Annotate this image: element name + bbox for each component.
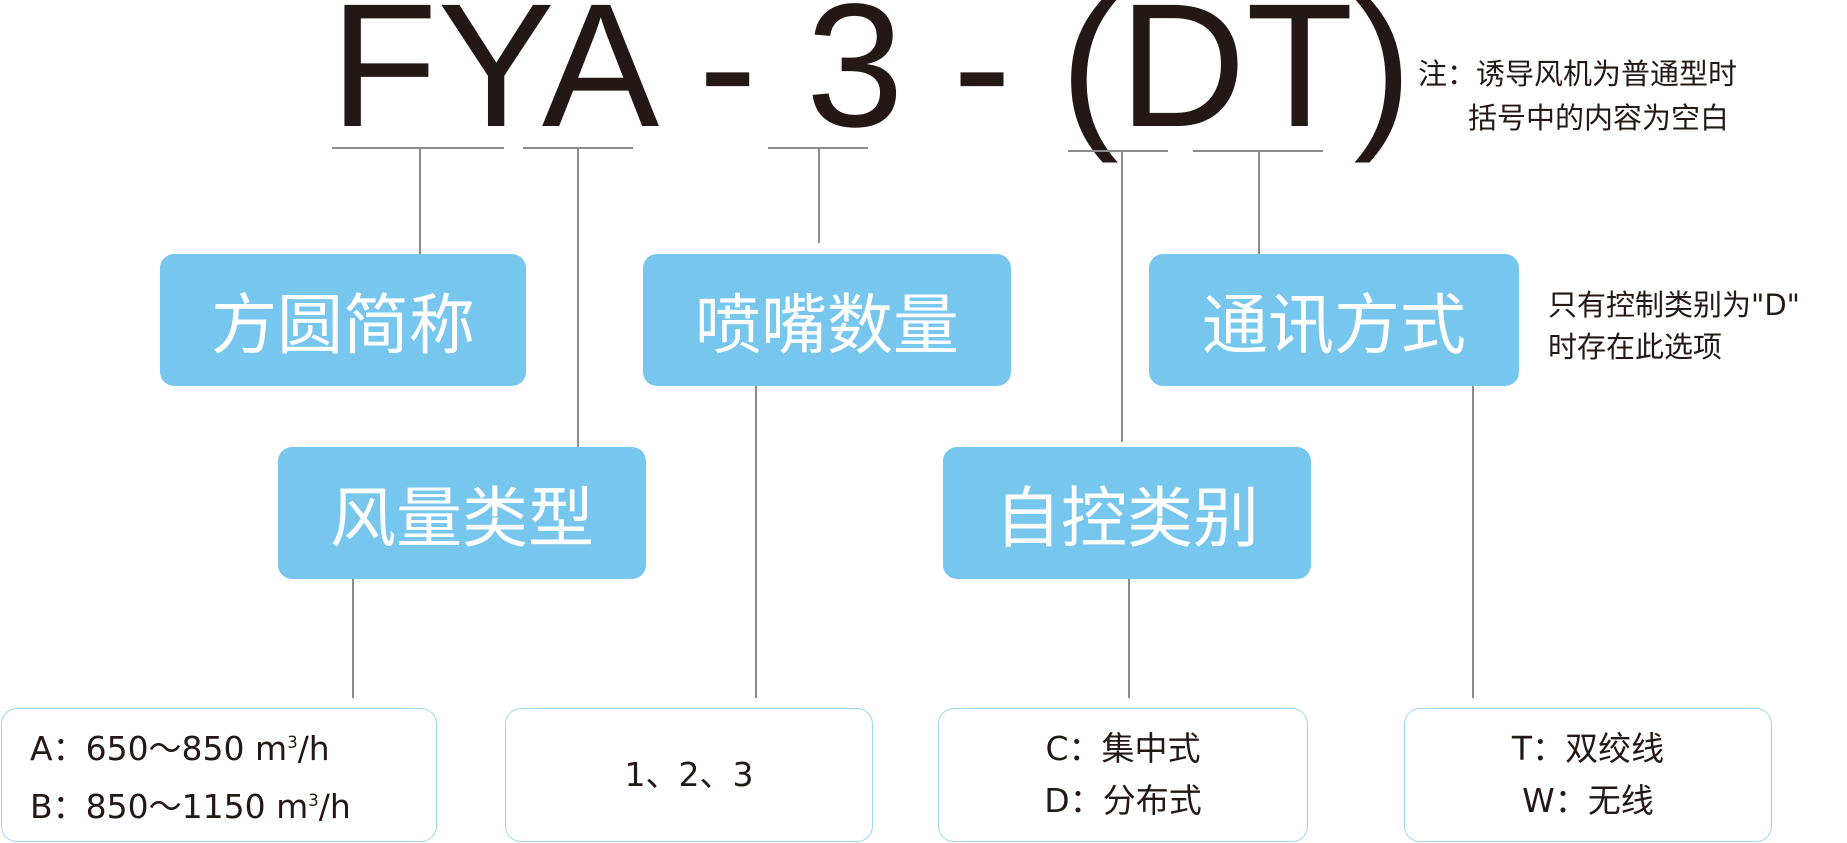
airflow-option-b: B：850～1150 m3/h: [30, 787, 351, 826]
note-ordinary-type: 注：诱导风机为普通型时 括号中的内容为空白: [1418, 52, 1737, 140]
connector-nozzle: [818, 147, 820, 243]
note2-line-1: 只有控制类别为"D": [1548, 288, 1801, 322]
tag-control: 自控类别: [943, 447, 1311, 579]
tag-airflow: 风量类型: [278, 447, 646, 579]
comm-option-w: W：无线: [1522, 781, 1654, 820]
airflow-option-a: A：650～850 m3/h: [30, 729, 330, 768]
connector-control-box: [1128, 578, 1130, 698]
note-line-2: 括号中的内容为空白: [1468, 101, 1730, 135]
model-code: FYA - 3 - (DT): [330, 0, 1413, 164]
connector-airflow-box: [352, 578, 354, 698]
tag-nozzle: 喷嘴数量: [643, 254, 1011, 386]
tag-comm: 通讯方式: [1149, 254, 1519, 386]
tag-shape: 方圆简称: [160, 254, 526, 386]
nozzle-option: 1、2、3: [624, 755, 754, 794]
box-nozzle-options: 1、2、3: [505, 708, 873, 842]
box-control-options: C：集中式 D：分布式: [938, 708, 1308, 842]
note-comm-condition: 只有控制类别为"D" 时存在此选项: [1548, 284, 1800, 368]
control-option-c: C：集中式: [1045, 729, 1201, 768]
connector-comm-box: [1472, 386, 1474, 698]
underline-shape: [332, 147, 504, 149]
underline-control: [1068, 150, 1168, 152]
box-airflow-options: A：650～850 m3/h B：850～1150 m3/h: [1, 708, 437, 842]
note2-line-2: 时存在此选项: [1548, 330, 1723, 364]
connector-comm: [1258, 150, 1260, 254]
connector-nozzle-box: [755, 386, 757, 698]
comm-option-t: T：双绞线: [1511, 729, 1665, 768]
connector-shape: [419, 147, 421, 255]
connector-airflow: [577, 147, 579, 447]
control-option-d: D：分布式: [1044, 781, 1202, 820]
box-comm-options: T：双绞线 W：无线: [1404, 708, 1772, 842]
connector-control: [1121, 150, 1123, 442]
note-line-1: 注：诱导风机为普通型时: [1418, 57, 1738, 91]
